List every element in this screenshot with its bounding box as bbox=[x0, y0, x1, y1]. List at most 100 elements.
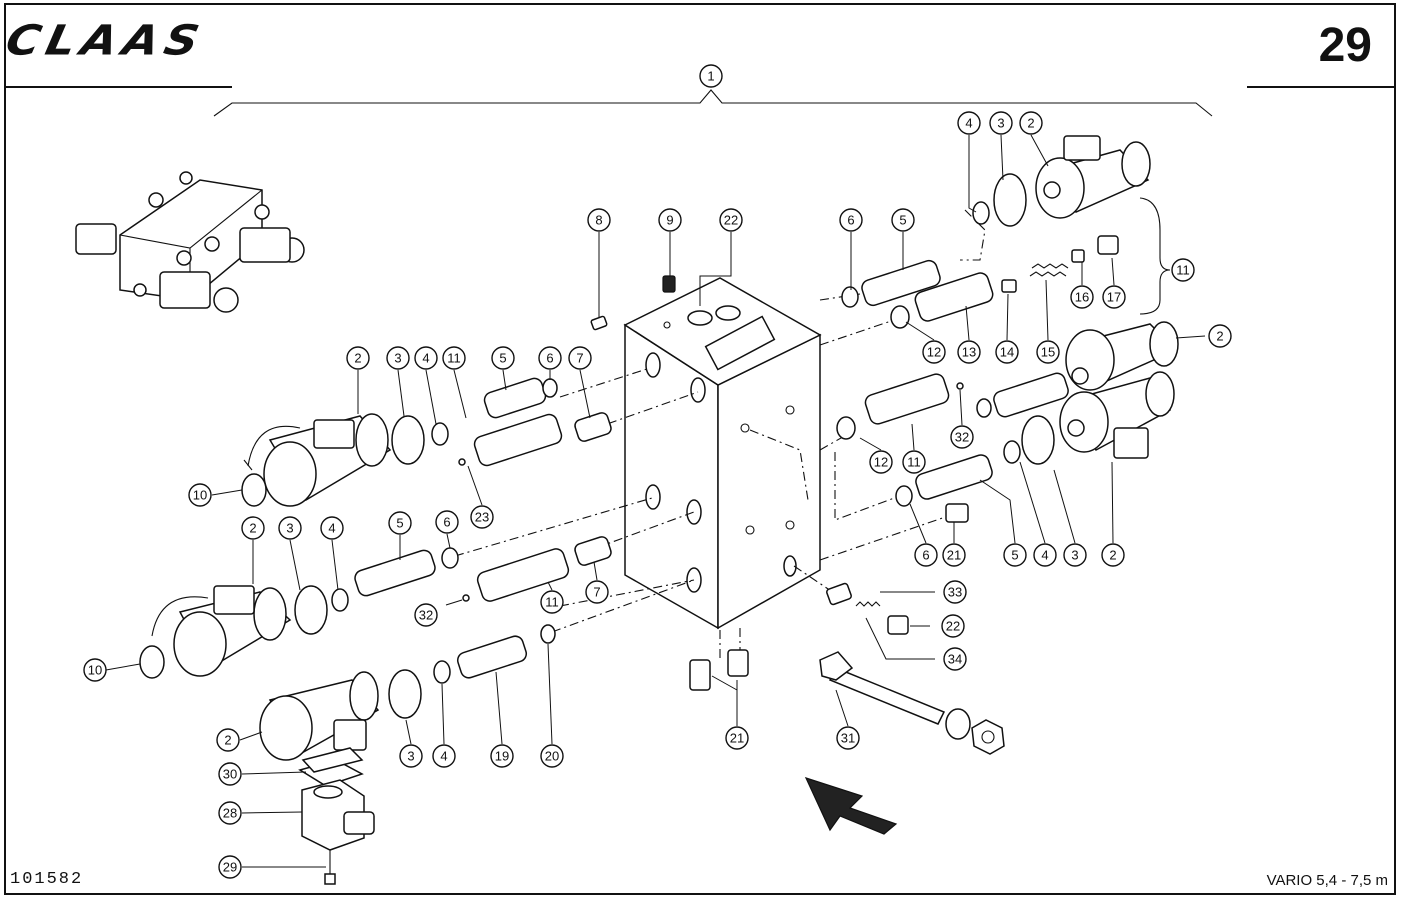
svg-text:10: 10 bbox=[88, 663, 102, 678]
svg-text:29: 29 bbox=[223, 860, 237, 875]
group-brace-11 bbox=[1139, 197, 1171, 315]
callout-12: 12 bbox=[869, 450, 893, 474]
callout-32: 32 bbox=[414, 603, 438, 627]
model-caption: VARIO 5,4 - 7,5 m bbox=[1266, 872, 1388, 889]
svg-text:32: 32 bbox=[955, 430, 969, 445]
svg-text:16: 16 bbox=[1075, 290, 1089, 305]
callout-5: 5 bbox=[491, 346, 515, 370]
callout-7: 7 bbox=[568, 346, 592, 370]
callout-8: 8 bbox=[587, 208, 611, 232]
svg-text:21: 21 bbox=[947, 548, 961, 563]
svg-text:3: 3 bbox=[1071, 548, 1078, 563]
callout-11: 11 bbox=[540, 590, 564, 614]
svg-text:2: 2 bbox=[1027, 116, 1034, 131]
svg-text:1: 1 bbox=[707, 69, 714, 84]
callout-30: 30 bbox=[218, 762, 242, 786]
svg-text:22: 22 bbox=[724, 213, 738, 228]
callout-16: 16 bbox=[1070, 285, 1094, 309]
svg-text:34: 34 bbox=[948, 652, 962, 667]
assembly-overview-thumbnail bbox=[75, 171, 305, 313]
direction-arrow bbox=[804, 777, 898, 835]
valve-block bbox=[623, 277, 822, 630]
svg-text:11: 11 bbox=[1176, 263, 1190, 278]
callout-32: 32 bbox=[950, 425, 974, 449]
callout-3: 3 bbox=[399, 744, 423, 768]
svg-text:33: 33 bbox=[948, 585, 962, 600]
callout-6: 6 bbox=[914, 543, 938, 567]
svg-text:20: 20 bbox=[545, 749, 559, 764]
callout-33: 33 bbox=[943, 580, 967, 604]
svg-text:6: 6 bbox=[546, 351, 553, 366]
callout-4: 4 bbox=[432, 744, 456, 768]
callout-31: 31 bbox=[836, 726, 860, 750]
svg-text:3: 3 bbox=[997, 116, 1004, 131]
svg-text:7: 7 bbox=[576, 351, 583, 366]
callout-6: 6 bbox=[435, 510, 459, 534]
callout-7: 7 bbox=[585, 580, 609, 604]
solenoid-coil-left-lower bbox=[151, 585, 292, 677]
callout-2: 2 bbox=[346, 346, 370, 370]
svg-text:6: 6 bbox=[847, 213, 854, 228]
svg-text:31: 31 bbox=[841, 731, 855, 746]
svg-text:14: 14 bbox=[1000, 345, 1014, 360]
svg-text:5: 5 bbox=[499, 351, 506, 366]
callout-2: 2 bbox=[1101, 543, 1125, 567]
svg-text:11: 11 bbox=[545, 595, 559, 610]
callout-19: 19 bbox=[490, 744, 514, 768]
page-frame bbox=[4, 3, 1396, 895]
svg-text:4: 4 bbox=[422, 351, 429, 366]
svg-text:2: 2 bbox=[1216, 329, 1223, 344]
callout-21: 21 bbox=[725, 726, 749, 750]
svg-text:11: 11 bbox=[447, 351, 461, 366]
svg-text:19: 19 bbox=[495, 749, 509, 764]
callout-5: 5 bbox=[891, 208, 915, 232]
svg-text:10: 10 bbox=[193, 488, 207, 503]
callout-2: 2 bbox=[241, 516, 265, 540]
svg-text:5: 5 bbox=[899, 213, 906, 228]
callout-9: 9 bbox=[658, 208, 682, 232]
callout-29: 29 bbox=[218, 855, 242, 879]
callout-14: 14 bbox=[995, 340, 1019, 364]
callout-4: 4 bbox=[1033, 543, 1057, 567]
svg-text:23: 23 bbox=[475, 510, 489, 525]
callout-28: 28 bbox=[218, 801, 242, 825]
callout-11: 11 bbox=[442, 346, 466, 370]
svg-text:6: 6 bbox=[922, 548, 929, 563]
callout-2: 2 bbox=[1208, 324, 1232, 348]
callout-23: 23 bbox=[470, 505, 494, 529]
callout-21: 21 bbox=[942, 543, 966, 567]
svg-text:15: 15 bbox=[1041, 345, 1055, 360]
svg-text:21: 21 bbox=[730, 731, 744, 746]
svg-text:17: 17 bbox=[1107, 290, 1121, 305]
callout-15: 15 bbox=[1036, 340, 1060, 364]
assembly-brace bbox=[213, 89, 1213, 117]
small-parts bbox=[574, 235, 1119, 691]
svg-text:2: 2 bbox=[224, 733, 231, 748]
drawing-number: 101582 bbox=[10, 870, 84, 889]
callout-22: 22 bbox=[719, 208, 743, 232]
callout-5: 5 bbox=[1003, 543, 1027, 567]
svg-text:9: 9 bbox=[666, 213, 673, 228]
svg-text:4: 4 bbox=[1041, 548, 1048, 563]
callout-3: 3 bbox=[1063, 543, 1087, 567]
seal-rings bbox=[139, 173, 1055, 773]
callout-3: 3 bbox=[278, 516, 302, 540]
solenoid-coil-right-top bbox=[1035, 135, 1151, 219]
svg-text:6: 6 bbox=[443, 515, 450, 530]
solenoid-coil-bottom bbox=[259, 671, 380, 761]
svg-text:7: 7 bbox=[593, 585, 600, 600]
callout-13: 13 bbox=[957, 340, 981, 364]
solenoid-coil-right-low bbox=[1059, 371, 1175, 459]
callout-12: 12 bbox=[922, 340, 946, 364]
callout-5: 5 bbox=[388, 511, 412, 535]
callout-10: 10 bbox=[83, 658, 107, 682]
callout-22: 22 bbox=[941, 614, 965, 638]
svg-text:4: 4 bbox=[440, 749, 447, 764]
callout-10: 10 bbox=[188, 483, 212, 507]
svg-text:2: 2 bbox=[354, 351, 361, 366]
connector-plug bbox=[298, 759, 375, 885]
svg-text:3: 3 bbox=[394, 351, 401, 366]
solenoid-coil-left-upper bbox=[243, 413, 392, 507]
header-rule-right bbox=[1247, 86, 1396, 88]
